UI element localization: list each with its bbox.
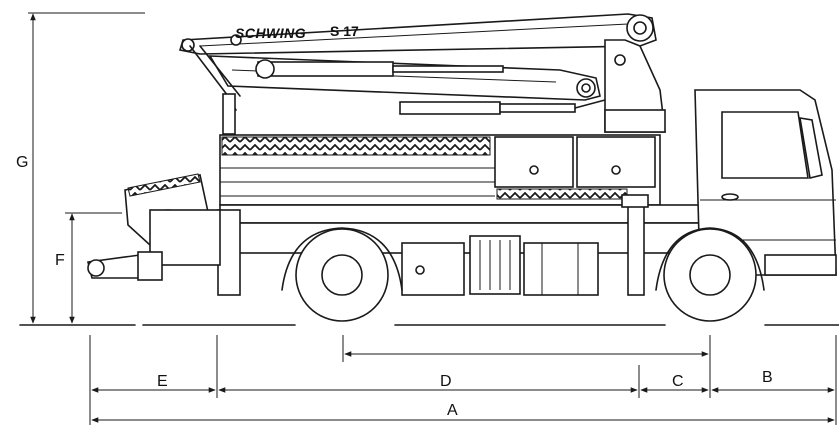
truck-body (219, 134, 661, 206)
dimension-extension-lines (89, 335, 837, 425)
boom-arm (178, 13, 666, 133)
concrete-pump-truck: SCHWING S 17 (87, 13, 837, 322)
front-wheel-arch (655, 227, 765, 291)
dimension-label-d: D (440, 373, 452, 390)
dimension-label-a: A (447, 402, 458, 419)
rear-post (222, 93, 236, 135)
dimension-label-f: F (55, 252, 65, 269)
dimension-label-c: C (672, 373, 684, 390)
dimension-label-g: G (16, 154, 28, 171)
rear-wheel (295, 228, 389, 322)
hopper (87, 173, 221, 281)
boom-brand-label: SCHWING (235, 25, 306, 41)
dimension-f (65, 212, 122, 324)
front-wheel (663, 228, 757, 322)
dimension-g (28, 12, 145, 324)
chassis (217, 194, 701, 296)
boom-model-label: S 17 (330, 23, 359, 39)
truck-cab (694, 89, 837, 276)
dimension-label-e: E (157, 373, 168, 390)
dimension-label-b: B (762, 369, 773, 386)
rear-wheel-arch (281, 227, 403, 291)
